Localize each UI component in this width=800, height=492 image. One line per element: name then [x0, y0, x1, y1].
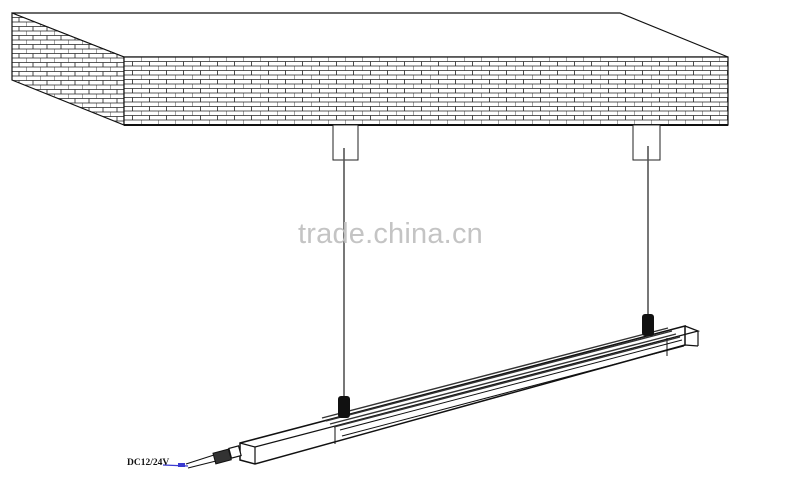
- ceiling-front-face: [123, 56, 729, 126]
- mounting-bracket-left: [332, 124, 359, 161]
- watermark: trade.china.cn: [298, 218, 483, 250]
- brick-ceiling: [11, 12, 729, 126]
- mounting-bracket-right: [632, 124, 661, 161]
- wire-clamp-left: [338, 396, 350, 418]
- linear-light-fixture: [239, 325, 701, 465]
- power-connector: [185, 445, 242, 469]
- power-voltage-label: DC12/24V: [127, 458, 170, 468]
- wire-clamp-right: [642, 314, 654, 336]
- ceiling-top-face: [11, 12, 729, 58]
